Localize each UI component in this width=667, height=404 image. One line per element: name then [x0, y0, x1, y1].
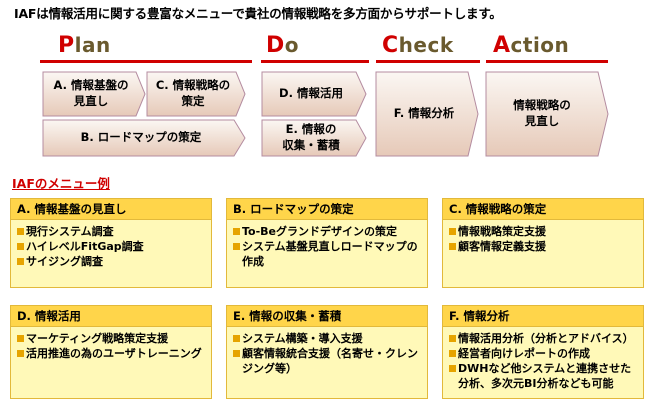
- check-underline: [376, 60, 480, 63]
- bullet-square-icon: [449, 335, 456, 342]
- arrow-action: [485, 71, 609, 157]
- list-item: 活用推進の為のユーザトレーニング: [17, 346, 205, 361]
- plan-underline: [40, 60, 252, 63]
- action-underline: [486, 60, 608, 63]
- card-title: C. 情報戦略の策定: [443, 199, 643, 220]
- node-check-f: F. 情報分析: [393, 106, 455, 121]
- pdca-flow: [42, 71, 609, 157]
- bullet-square-icon: [233, 350, 240, 357]
- node-do-e: E. 情報の収集・蓄積: [282, 122, 340, 152]
- list-item: 情報活用分析（分析とアドバイス）: [449, 331, 637, 346]
- list-item: 顧客情報定義支援: [449, 239, 637, 254]
- card-title: D. 情報活用: [11, 306, 211, 327]
- bullet-square-icon: [17, 258, 24, 265]
- card-a: A. 情報基盤の見直し 現行システム調査 ハイレベルFitGap調査 サイジング…: [10, 198, 212, 288]
- bullet-square-icon: [449, 365, 456, 372]
- card-title: F. 情報分析: [443, 306, 643, 327]
- bullet-square-icon: [233, 243, 240, 250]
- list-item: 経営者向けレポートの作成: [449, 346, 637, 361]
- card-d: D. 情報活用 マーケティング戦略策定支援 活用推進の為のユーザトレーニング: [10, 305, 212, 399]
- headline: IAFは情報活用に関する豊富なメニューで貴社の情報戦略を多方面からサポートします…: [14, 6, 502, 21]
- card-c: C. 情報戦略の策定 情報戦略策定支援 顧客情報定義支援: [442, 198, 644, 288]
- bullet-square-icon: [17, 350, 24, 357]
- arrow-plan-a: [42, 71, 146, 117]
- bullet-square-icon: [17, 335, 24, 342]
- list-item: To-Beグランドデザインの策定: [233, 224, 421, 239]
- phase-check: Check: [382, 33, 454, 58]
- arrow-do-e: [261, 119, 367, 157]
- card-f: F. 情報分析 情報活用分析（分析とアドバイス） 経営者向けレポートの作成 DW…: [442, 305, 644, 399]
- card-title: B. ロードマップの策定: [227, 199, 427, 220]
- list-item: 顧客情報統合支援（名寄せ・クレンジング等）: [233, 346, 421, 376]
- phase-do: Do: [266, 33, 300, 58]
- phase-action: Action: [493, 33, 570, 58]
- list-item: システム基盤見直しロードマップの作成: [233, 239, 421, 269]
- card-title: A. 情報基盤の見直し: [11, 199, 211, 220]
- list-item: システム構築・導入支援: [233, 331, 421, 346]
- card-b: B. ロードマップの策定 To-Beグランドデザインの策定 システム基盤見直しロ…: [226, 198, 428, 288]
- node-do-d: D. 情報活用: [279, 86, 343, 101]
- arrow-check-f: [375, 71, 479, 157]
- card-e: E. 情報の収集・蓄積 システム構築・導入支援 顧客情報統合支援（名寄せ・クレン…: [226, 305, 428, 399]
- arrow-plan-b: [42, 119, 246, 157]
- menu-title: IAFのメニュー例: [12, 176, 110, 191]
- node-plan-a: A. 情報基盤の見直し: [53, 78, 129, 108]
- list-item: 現行システム調査: [17, 224, 205, 239]
- bullet-square-icon: [233, 228, 240, 235]
- list-item: マーケティング戦略策定支援: [17, 331, 205, 346]
- list-item: サイジング調査: [17, 254, 205, 269]
- phase-plan: Plan: [58, 33, 111, 58]
- bullet-square-icon: [449, 350, 456, 357]
- arrow-do-d: [261, 71, 367, 117]
- arrow-plan-c: [146, 71, 246, 117]
- bullet-square-icon: [233, 335, 240, 342]
- list-item: ハイレベルFitGap調査: [17, 239, 205, 254]
- do-underline: [261, 60, 369, 63]
- bullet-square-icon: [17, 243, 24, 250]
- bullet-square-icon: [449, 228, 456, 235]
- node-plan-c: C. 情報戦略の策定: [155, 78, 231, 108]
- card-title: E. 情報の収集・蓄積: [227, 306, 427, 327]
- bullet-square-icon: [17, 228, 24, 235]
- node-plan-b: B. ロードマップの策定: [80, 130, 202, 145]
- list-item: DWHなど他システムと連携させた分析、多次元BI分析なども可能: [449, 361, 637, 391]
- node-action: 情報戦略の見直し: [513, 98, 571, 128]
- bullet-square-icon: [449, 243, 456, 250]
- list-item: 情報戦略策定支援: [449, 224, 637, 239]
